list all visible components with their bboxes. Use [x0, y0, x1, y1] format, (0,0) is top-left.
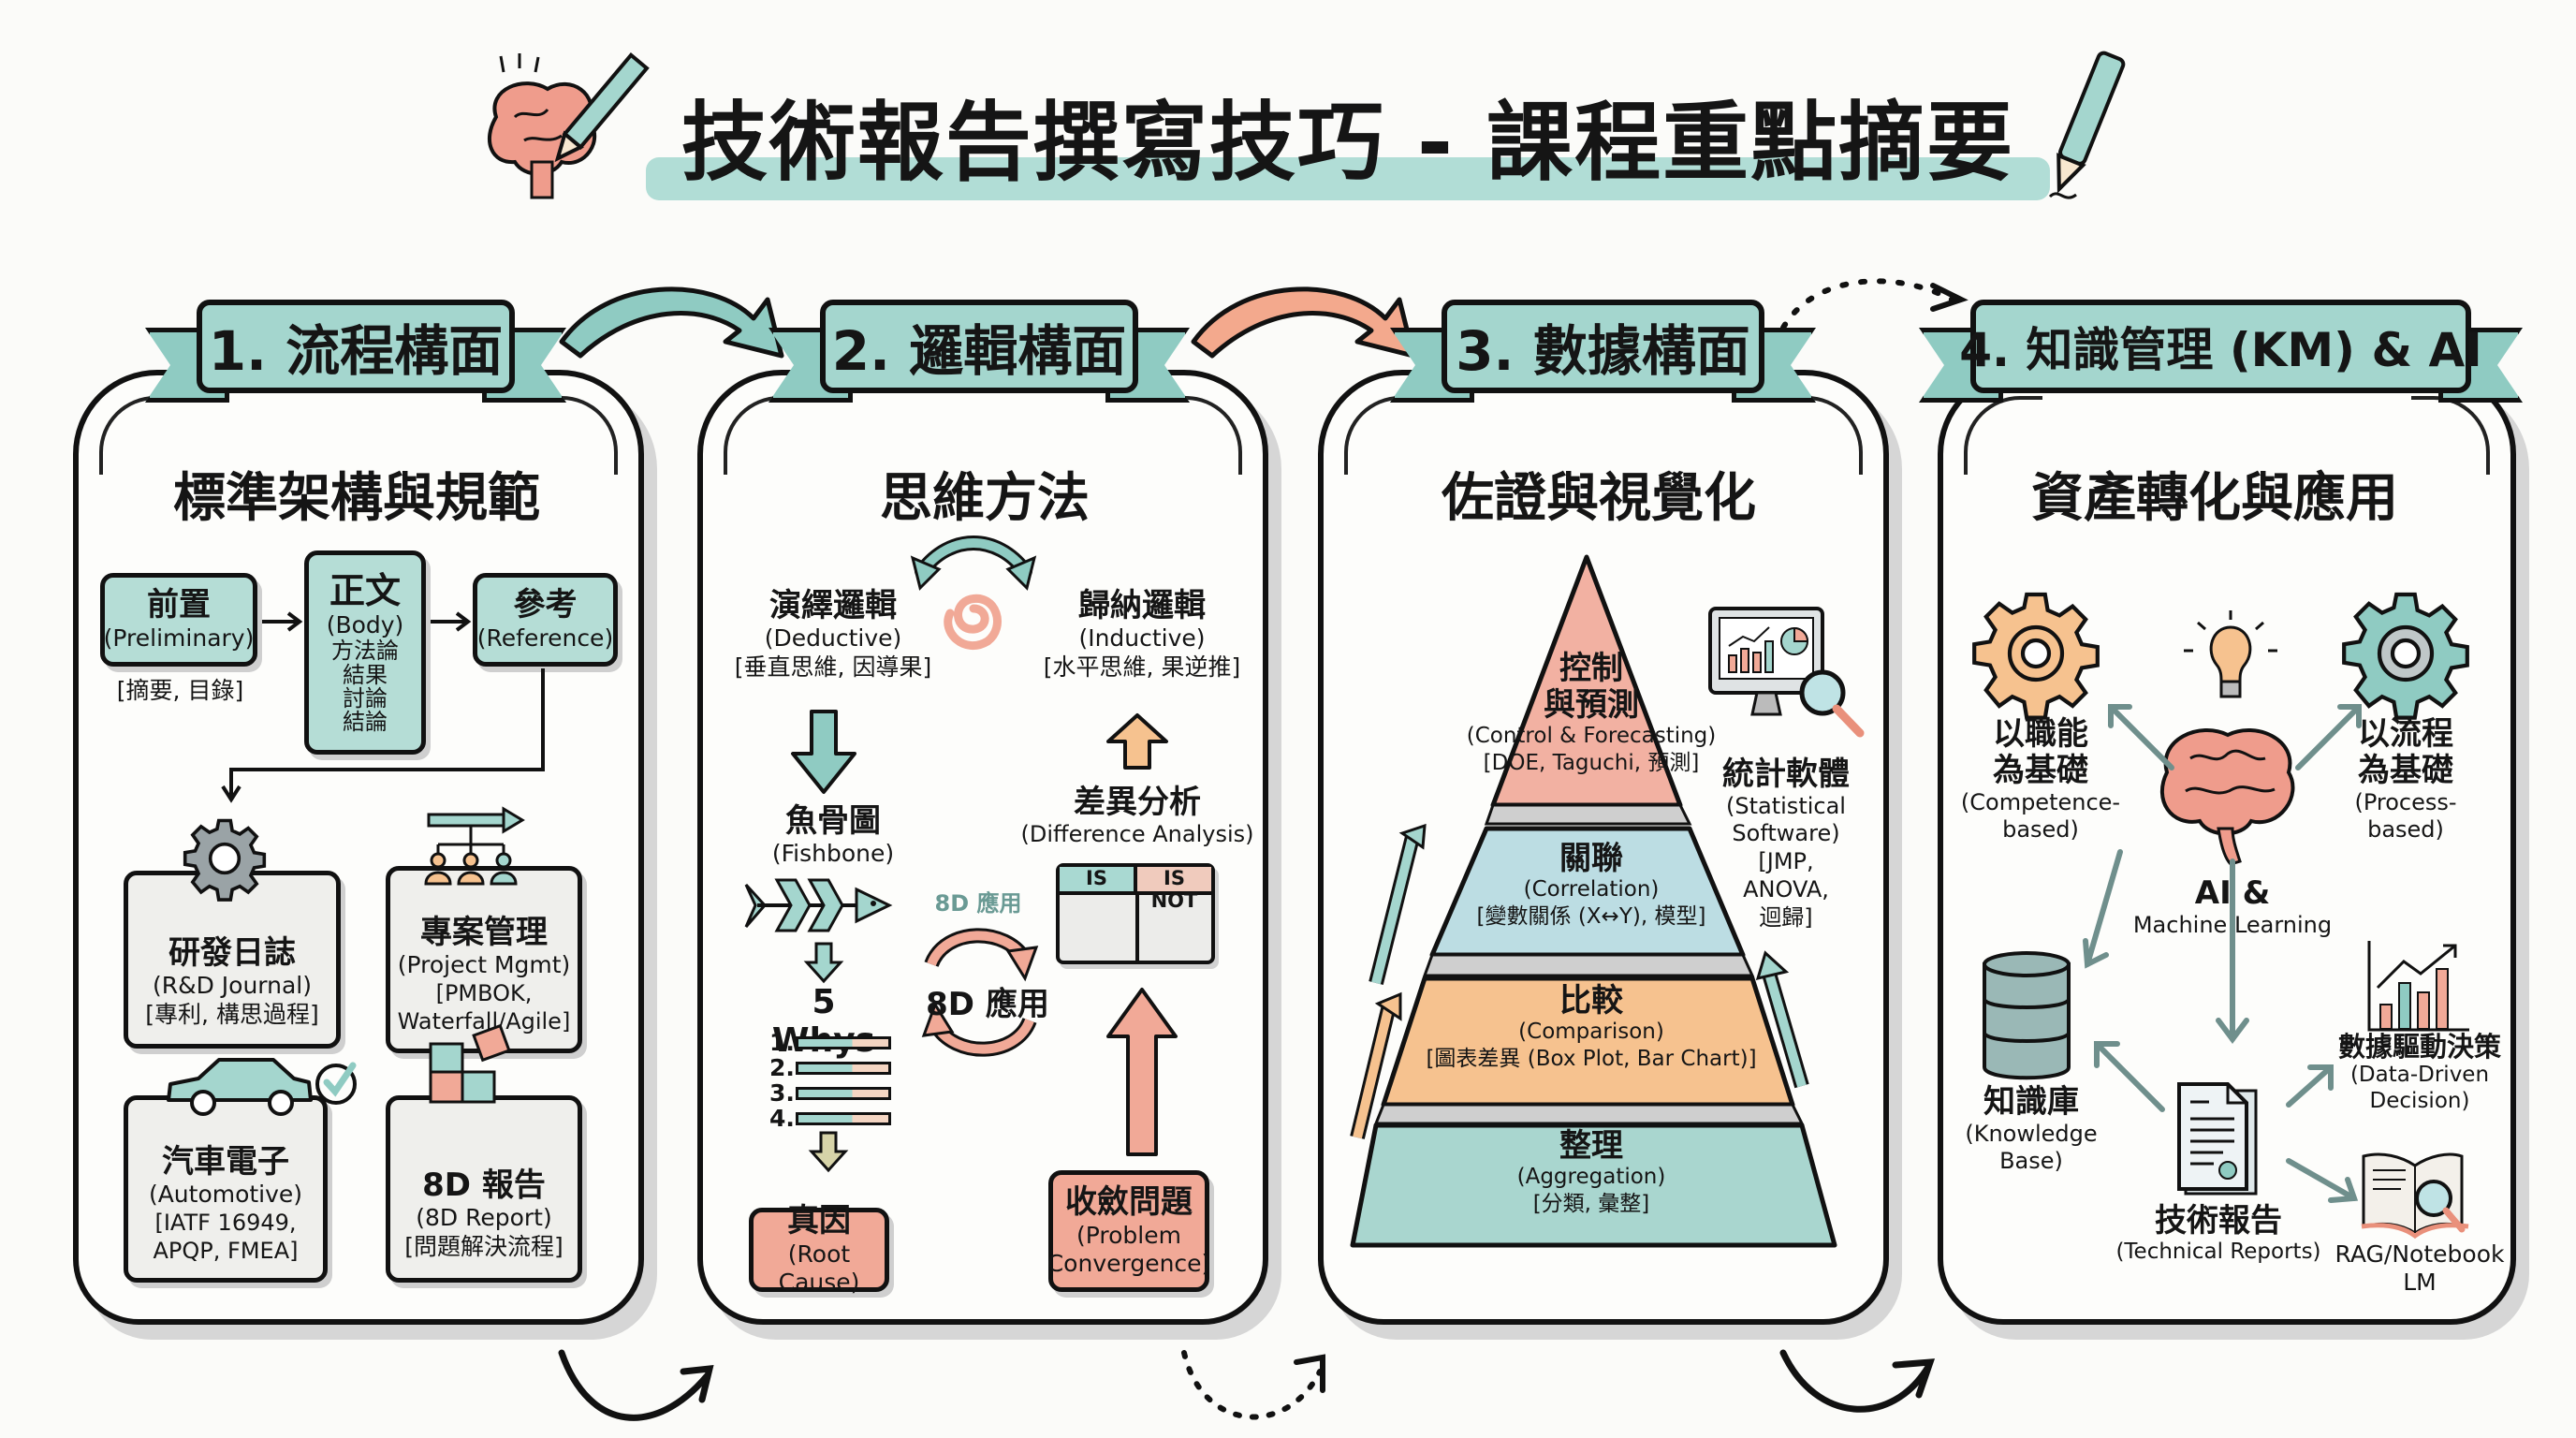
- is-is-not-table: IS IS NOT: [1056, 863, 1215, 964]
- card-project-mgmt: 專案管理 (Project Mgmt) [PMBOK, Waterfall/Ag…: [386, 866, 582, 1053]
- bar-chart-trend-icon: [2367, 941, 2469, 1032]
- panel-subtitle: 思維方法: [867, 456, 1103, 532]
- bottom-dotted-arrow-2-3: [1181, 1350, 1325, 1420]
- five-whys-list: 1. 2. 3. 4.: [769, 1029, 891, 1132]
- inductive-logic: 歸納邏輯 (Inductive) [水平思維, 果逆推]: [1043, 587, 1241, 682]
- gear-orange-icon: [1972, 592, 2100, 720]
- book-search-icon: [2361, 1152, 2469, 1240]
- lightbulb-icon: [2184, 610, 2277, 698]
- cycle-arrows-icon: [921, 928, 1039, 1057]
- cycle-swap-icon: [910, 536, 1037, 651]
- panel-subtitle: 標準架構與規範: [160, 456, 553, 532]
- database-icon: [1983, 951, 2071, 1080]
- cycle-label-small: 8D 應用: [934, 890, 1022, 917]
- technical-reports-label: 技術報告 (Technical Reports): [2115, 1202, 2321, 1265]
- arrow-up-orange-icon: [1106, 713, 1168, 770]
- bottom-arrow-3-4: [1779, 1349, 1936, 1413]
- preliminary-note: [摘要, 目錄]: [116, 677, 244, 704]
- gear-teal-icon: [2342, 592, 2469, 720]
- car-check-icon: [167, 1058, 357, 1116]
- arrow-up-salmon-icon: [1106, 988, 1178, 1156]
- connector-dotted-arrow-3-4: [1780, 278, 1969, 330]
- pyramid-label-correlation: 關聯 (Correlation) [變數關係 (X↔Y), 模型]: [1476, 840, 1706, 929]
- structure-reference: 參考 (Reference): [473, 573, 618, 667]
- arrow-down-teal-icon: [791, 710, 856, 794]
- title-highlight: [646, 157, 2050, 200]
- brain-icon: [2160, 728, 2295, 866]
- arrow-down-small-icon: [808, 1131, 849, 1173]
- statistical-software-label: 統計軟體 (Statistical Software) [JMP, ANOVA,…: [1722, 756, 1850, 931]
- process-based-label: 以流程 為基礎 (Process- based): [2354, 715, 2457, 843]
- bottom-arrow-1-2: [558, 1349, 714, 1421]
- monitor-chart-icon: [1708, 607, 1865, 738]
- rag-notebooklm-label: RAG/Notebook LM: [2334, 1240, 2505, 1296]
- data-pyramid: [1350, 554, 1837, 1248]
- panel-title: 3. 數據構面: [1442, 300, 1764, 393]
- deductive-logic: 演繹邏輯 (Deductive) [垂直思維, 因導果]: [734, 587, 932, 682]
- pyramid-tier-aggregation: [1350, 1123, 1837, 1248]
- panel-logic: [697, 370, 1268, 1325]
- ai-ml-label: AI & Machine Learning: [2132, 874, 2333, 939]
- ribbon-process: 1. 流程構面: [145, 300, 566, 403]
- pencil-icon: [2048, 51, 2126, 199]
- page-title: 技術報告撰寫技巧 - 課程重點摘要: [681, 93, 2015, 193]
- flow-connector: [221, 668, 545, 803]
- flow-arrows: [2083, 704, 2362, 1203]
- table-header-is: IS: [1060, 867, 1137, 891]
- brain-pencil-icon: [487, 51, 650, 199]
- gear-icon: [183, 818, 267, 902]
- ribbon-km-ai: 4. 知識管理 (KM) & AI: [1919, 300, 2523, 403]
- ribbon-logic: 2. 邏輯構面: [768, 300, 1190, 403]
- arrow-right-icon: [262, 611, 303, 632]
- table-header-is-not: IS NOT: [1137, 867, 1211, 912]
- competence-based-label: 以職能 為基礎 (Competence- based): [1960, 715, 2121, 843]
- fishbone-label: 魚骨圖 (Fishbone): [771, 802, 895, 868]
- difference-analysis-label: 差異分析 (Difference Analysis): [1020, 784, 1254, 848]
- document-icon: [2177, 1082, 2258, 1196]
- connector-arrow-1-2: [559, 286, 784, 359]
- data-driven-decision-label: 數據驅動決策 (Data-Driven Decision): [2337, 1031, 2501, 1113]
- puzzle-icon: [429, 1023, 511, 1104]
- pyramid-label-control: 控制 與預測 (Control & Forecasting) [DOE, Tag…: [1466, 650, 1717, 775]
- knowledge-base-label: 知識庫 (Knowledge Base): [1965, 1083, 2098, 1174]
- pyramid-label-aggregation: 整理 (Aggregation) [分類, 彙整]: [1516, 1127, 1666, 1216]
- problem-convergence-box: 收斂問題 (Problem Convergence): [1047, 1170, 1210, 1292]
- root-cause-box: 真因 (Root Cause): [749, 1203, 889, 1296]
- panel-title: 4. 知識管理 (KM) & AI: [1959, 300, 2482, 393]
- panel-subtitle: 佐證與視覺化: [1428, 456, 1769, 532]
- ribbon-data: 3. 數據構面: [1390, 300, 1816, 403]
- structure-preliminary: 前置 (Preliminary): [100, 573, 257, 667]
- panel-title: 2. 邏輯構面: [820, 300, 1138, 393]
- card-automotive: 汽車電子 (Automotive) [IATF 16949, APQP, FME…: [124, 1095, 328, 1283]
- panel-title: 1. 流程構面: [197, 300, 515, 393]
- fishbone-icon: [744, 878, 893, 932]
- cycle-label: 8D 應用: [926, 986, 1049, 1023]
- team-hierarchy-icon: [424, 806, 525, 886]
- card-rd-journal: 研發日誌 (R&D Journal) [專利, 構思過程]: [124, 871, 341, 1049]
- pyramid-label-comparison: 比較 (Comparison) [圖表差異 (Box Plot, Bar Cha…: [1426, 982, 1757, 1071]
- arrow-down-small-icon: [803, 942, 844, 984]
- panel-subtitle: 資產轉化與應用: [2018, 456, 2411, 532]
- arrow-right-icon: [431, 611, 472, 632]
- card-8d-report: 8D 報告 (8D Report) [問題解決流程]: [386, 1095, 582, 1283]
- structure-body: 正文 (Body) 方法論 結果 討論 結論: [304, 550, 426, 755]
- connector-arrow-2-3: [1191, 286, 1416, 359]
